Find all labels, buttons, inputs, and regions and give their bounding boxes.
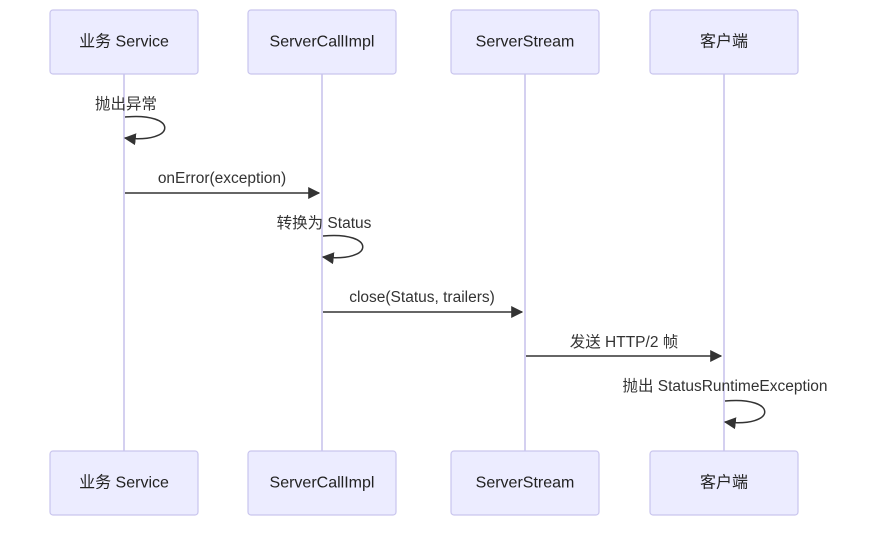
participant-service-bottom: 业务 Service [49,450,199,516]
participant-box [450,9,600,75]
participant-label: 业务 Service [79,33,169,51]
participant-label: 客户端 [700,33,748,51]
self-message-arrow [123,115,166,146]
message-self-call-impl: 转换为 Status [277,214,372,265]
message-label: close(Status, trailers) [349,289,495,306]
message-self-client: 抛出 StatusRuntimeException [622,377,828,430]
participant-server-stream-top: ServerStream [450,9,600,75]
participant-box [247,450,397,516]
participant-label: ServerStream [476,34,575,51]
message-label: 抛出 StatusRuntimeException [622,377,827,395]
message-call-impl-to-stream: close(Status, trailers) [323,289,524,318]
message-label: 转换为 Status [277,214,372,232]
participant-label: 客户端 [700,474,748,492]
message-label: 抛出异常 [95,95,157,113]
message-self-service: 抛出异常 [95,95,166,146]
participant-label: ServerStream [476,475,575,492]
participant-service-top: 业务 Service [49,9,199,75]
self-message-arrow [321,234,364,265]
participant-box [649,450,799,516]
participant-client-top: 客户端 [649,9,799,75]
lifelines [123,74,725,451]
participant-box [49,9,199,75]
message-stream-to-client: 发送 HTTP/2 帧 [526,333,723,362]
participant-box [247,9,397,75]
participants-bottom: 业务 Service ServerCallImpl ServerStream 客… [49,450,799,516]
messages: 抛出异常 onError(exception) 转换为 Status close… [95,95,828,430]
participant-label: ServerCallImpl [270,34,375,51]
participant-box [49,450,199,516]
participant-server-call-impl-bottom: ServerCallImpl [247,450,397,516]
participant-server-stream-bottom: ServerStream [450,450,600,516]
participants-top: 业务 Service ServerCallImpl ServerStream 客… [49,9,799,75]
message-label: 发送 HTTP/2 帧 [570,333,679,351]
self-message-arrow [723,399,766,430]
participant-box [450,450,600,516]
participant-client-bottom: 客户端 [649,450,799,516]
participant-label: ServerCallImpl [270,475,375,492]
participant-server-call-impl-top: ServerCallImpl [247,9,397,75]
message-service-to-call-impl: onError(exception) [125,170,321,199]
participant-label: 业务 Service [79,474,169,492]
participant-box [649,9,799,75]
message-label: onError(exception) [158,170,286,187]
